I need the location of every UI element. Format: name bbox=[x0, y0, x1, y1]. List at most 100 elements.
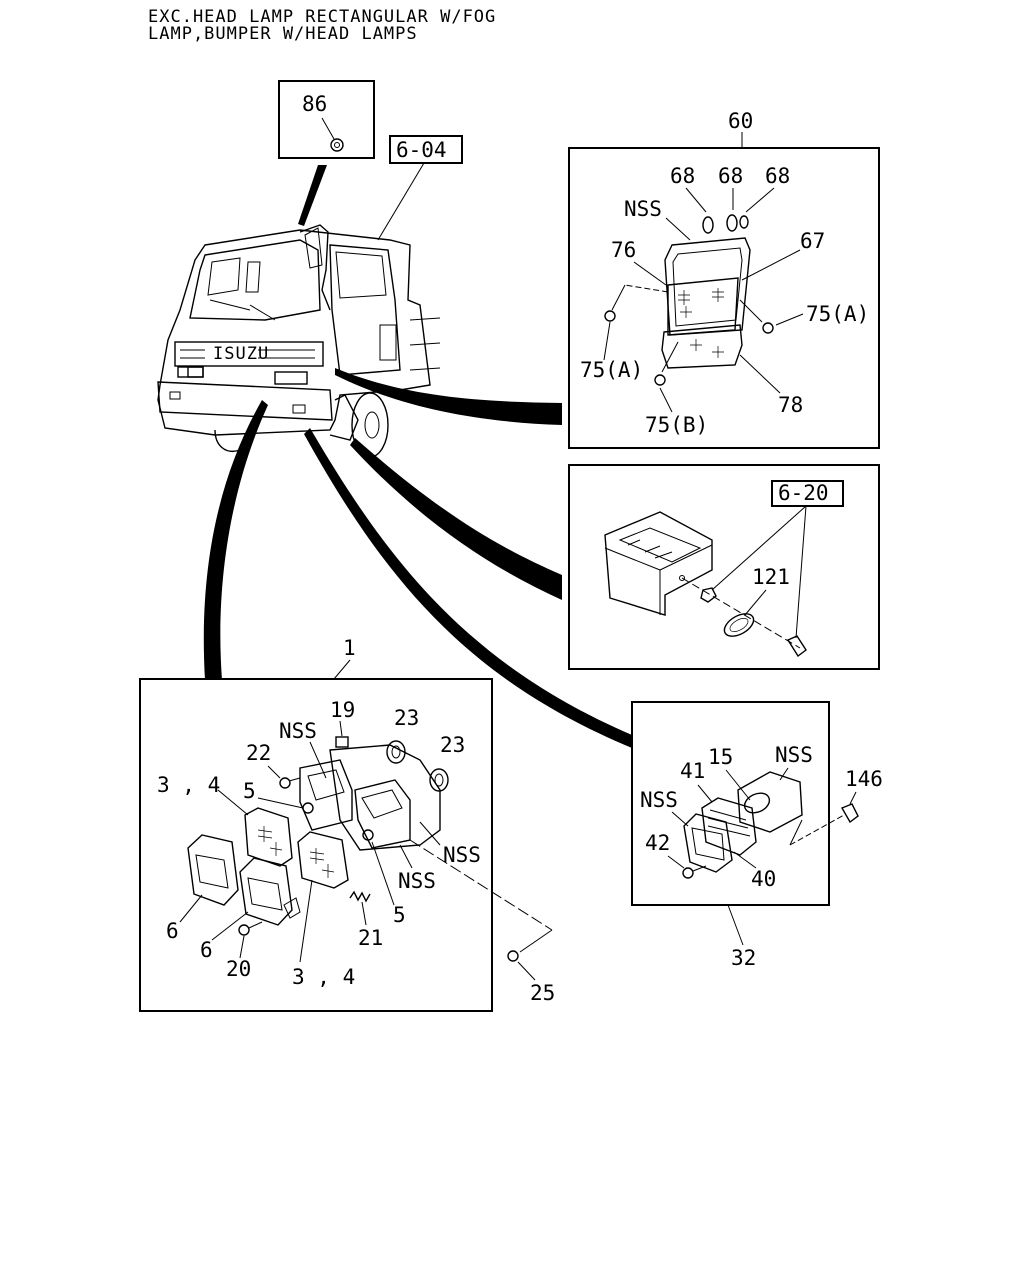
part-78-leader bbox=[739, 354, 781, 394]
bracket-front-face bbox=[604, 544, 713, 615]
mirror-head bbox=[304, 227, 323, 269]
group-32-label: 32 bbox=[731, 946, 756, 970]
nss-a-leader bbox=[309, 741, 327, 779]
part-20-leader bbox=[239, 935, 245, 959]
bracket-hole-icon bbox=[679, 575, 685, 581]
mount-bracket-a bbox=[299, 759, 353, 831]
screw-75b-axis bbox=[661, 341, 679, 373]
nss-b-label: NSS bbox=[443, 843, 481, 867]
part-21-label: 21 bbox=[358, 926, 383, 950]
bumper-lamp-left bbox=[169, 391, 181, 400]
bumper-lamp-right bbox=[292, 404, 306, 414]
part-42-label: 42 bbox=[645, 831, 670, 855]
part-25-axis bbox=[409, 839, 553, 931]
fog-lamp-lens-40 bbox=[683, 813, 733, 873]
truck-cab-drawing: ISUZU bbox=[157, 224, 441, 458]
group-32-frame bbox=[631, 701, 830, 906]
group-60-frame bbox=[568, 147, 880, 449]
part-78-label: 78 bbox=[778, 393, 803, 417]
part-146-axis-a bbox=[789, 819, 803, 846]
screw-75b-icon bbox=[654, 374, 666, 386]
title-line-2: LAMP,BUMPER W/HEAD LAMPS bbox=[148, 24, 418, 44]
screw-20-icon bbox=[238, 924, 250, 936]
swoosh-to-group-60 bbox=[335, 368, 562, 425]
windshield-center-pane bbox=[245, 261, 261, 293]
grommet-23a-icon bbox=[386, 740, 406, 764]
ref-6-04-leader bbox=[377, 162, 425, 241]
part-121-leader bbox=[744, 589, 767, 616]
part-22-label: 22 bbox=[246, 741, 271, 765]
ref-6-20-label: 6-20 bbox=[778, 481, 829, 505]
part-68-leader-a bbox=[685, 187, 707, 213]
part-15-leader bbox=[725, 769, 751, 801]
part-40-leader bbox=[733, 851, 757, 869]
fog-lamp-lens-40-inner bbox=[691, 827, 725, 861]
nss-b-leader bbox=[419, 821, 441, 846]
bumper bbox=[157, 381, 333, 421]
part-68-label-c: 68 bbox=[765, 164, 790, 188]
part-6a-leader bbox=[179, 894, 203, 923]
screw-25-icon bbox=[507, 950, 519, 962]
grille bbox=[174, 341, 324, 367]
side-step bbox=[329, 394, 359, 441]
part-3-4-label-a: 3 , 4 bbox=[157, 773, 220, 797]
group-32-leader bbox=[727, 904, 744, 946]
part-86-nut-icon bbox=[330, 138, 344, 152]
nss-label: NSS bbox=[624, 197, 662, 221]
mount-panel-b bbox=[329, 744, 441, 851]
ref-6-20-leader-b bbox=[795, 505, 807, 639]
lamp-60-lens-hatch bbox=[678, 288, 724, 318]
bezel-6-b-inner bbox=[247, 877, 283, 911]
part-6b-label: 6 bbox=[200, 938, 213, 962]
cargo-bed-rails bbox=[409, 317, 441, 371]
bulb-68-b-icon bbox=[726, 214, 738, 232]
part-3-4-a-leader bbox=[217, 789, 249, 816]
group-32-box: 32 15 NSS 41 NSS 146 42 40 bbox=[631, 701, 883, 970]
mount-panel-c-inner bbox=[361, 789, 403, 819]
headlamp-upper bbox=[244, 807, 293, 867]
screw-75a-left-axis bbox=[611, 284, 626, 311]
part-25-group: 25 bbox=[409, 839, 555, 1005]
part-41-leader bbox=[697, 784, 713, 803]
adjuster-5b-icon bbox=[362, 829, 374, 841]
part-75a-right-label: 75(A) bbox=[806, 302, 869, 326]
screw-22-icon bbox=[279, 777, 291, 789]
mirror-arm bbox=[299, 224, 331, 311]
part-75a-left-label: 75(A) bbox=[580, 358, 643, 382]
screw-20-shaft bbox=[248, 921, 263, 929]
part-3-4-b-leader bbox=[299, 879, 313, 963]
grommet-23b-hole-icon bbox=[434, 773, 444, 787]
spring-21-icon bbox=[349, 890, 371, 903]
screw-22-shaft bbox=[288, 777, 301, 782]
nss-a-leader-32 bbox=[779, 767, 789, 781]
part-146-leader bbox=[849, 791, 857, 805]
part-25-leader bbox=[517, 961, 536, 981]
bezel-6-a bbox=[187, 834, 239, 906]
part-22-leader bbox=[267, 765, 281, 779]
nss-b-leader-32 bbox=[671, 811, 689, 827]
swoosh-to-group-1 bbox=[203, 400, 268, 680]
part-40-label: 40 bbox=[751, 867, 776, 891]
bezel-6-b-clip bbox=[283, 897, 301, 919]
lamp-60-base bbox=[661, 324, 743, 369]
part-23b-label: 23 bbox=[440, 733, 465, 757]
swoosh-to-group-6-20 bbox=[350, 438, 562, 600]
door-window bbox=[335, 251, 387, 299]
part-21-leader bbox=[361, 901, 367, 926]
bracket-slots bbox=[618, 527, 702, 563]
ref-6-20-frame bbox=[771, 480, 844, 507]
part-19-label: 19 bbox=[330, 698, 355, 722]
wiper-left bbox=[209, 299, 251, 311]
part-5a-label: 5 bbox=[243, 779, 256, 803]
part-68-leader-c bbox=[745, 187, 775, 213]
grille-lines bbox=[180, 349, 315, 359]
screw-42-shaft bbox=[692, 865, 707, 872]
lamp-60-housing bbox=[664, 237, 751, 336]
part-76-leader bbox=[633, 261, 667, 286]
headlamp-right bbox=[274, 371, 308, 385]
headlamp-left-inner bbox=[187, 366, 204, 378]
part-146-axis-b bbox=[789, 814, 845, 846]
front-wheel-hub bbox=[364, 411, 380, 439]
part-86-nut-hole-icon bbox=[334, 142, 340, 148]
part-75a-right-leader bbox=[775, 313, 804, 326]
